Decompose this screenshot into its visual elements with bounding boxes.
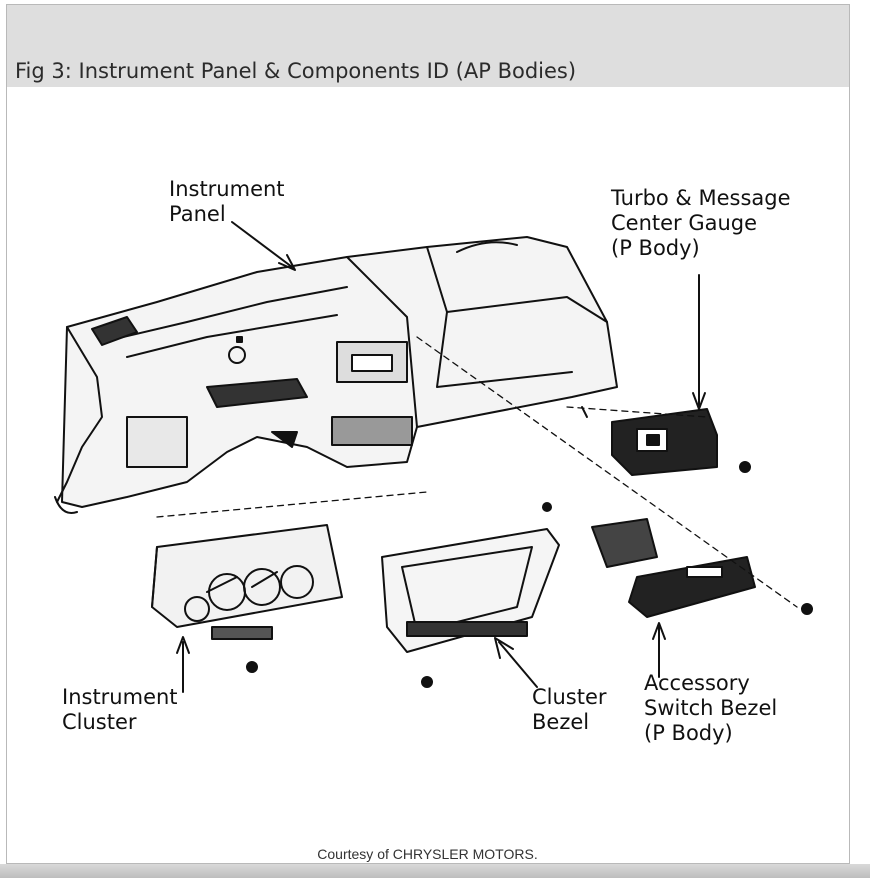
instrument-cluster-drawing	[151, 524, 343, 673]
leader-arrows	[176, 221, 706, 693]
alignment-lines	[156, 336, 798, 608]
label-accessory-bezel: Accessory Switch Bezel (P Body)	[644, 671, 778, 745]
figure-caption: Fig 3: Instrument Panel & Components ID …	[15, 59, 577, 83]
label-instrument-panel: Instrument Panel	[169, 177, 285, 226]
cluster-bezel-drawing	[381, 502, 560, 688]
diagram-area: Instrument Panel Turbo & Message Center …	[7, 87, 851, 865]
courtesy-note: Courtesy of CHRYSLER MOTORS.	[317, 846, 538, 862]
label-turbo-gauge: Turbo & Message Center Gauge (P Body)	[611, 186, 791, 260]
figure-frame: Fig 3: Instrument Panel & Components ID …	[6, 4, 850, 864]
caption-bar: Fig 3: Instrument Panel & Components ID …	[7, 5, 849, 87]
instrument-panel-drawing	[54, 236, 618, 514]
instrument-panel-diagram	[54, 221, 813, 693]
label-instrument-cluster: Instrument Cluster	[62, 685, 178, 734]
label-cluster-bezel: Cluster Bezel	[532, 685, 607, 734]
accessory-bezel-drawing	[591, 518, 813, 618]
bottom-bar	[0, 864, 870, 878]
turbo-gauge-drawing	[611, 408, 751, 476]
